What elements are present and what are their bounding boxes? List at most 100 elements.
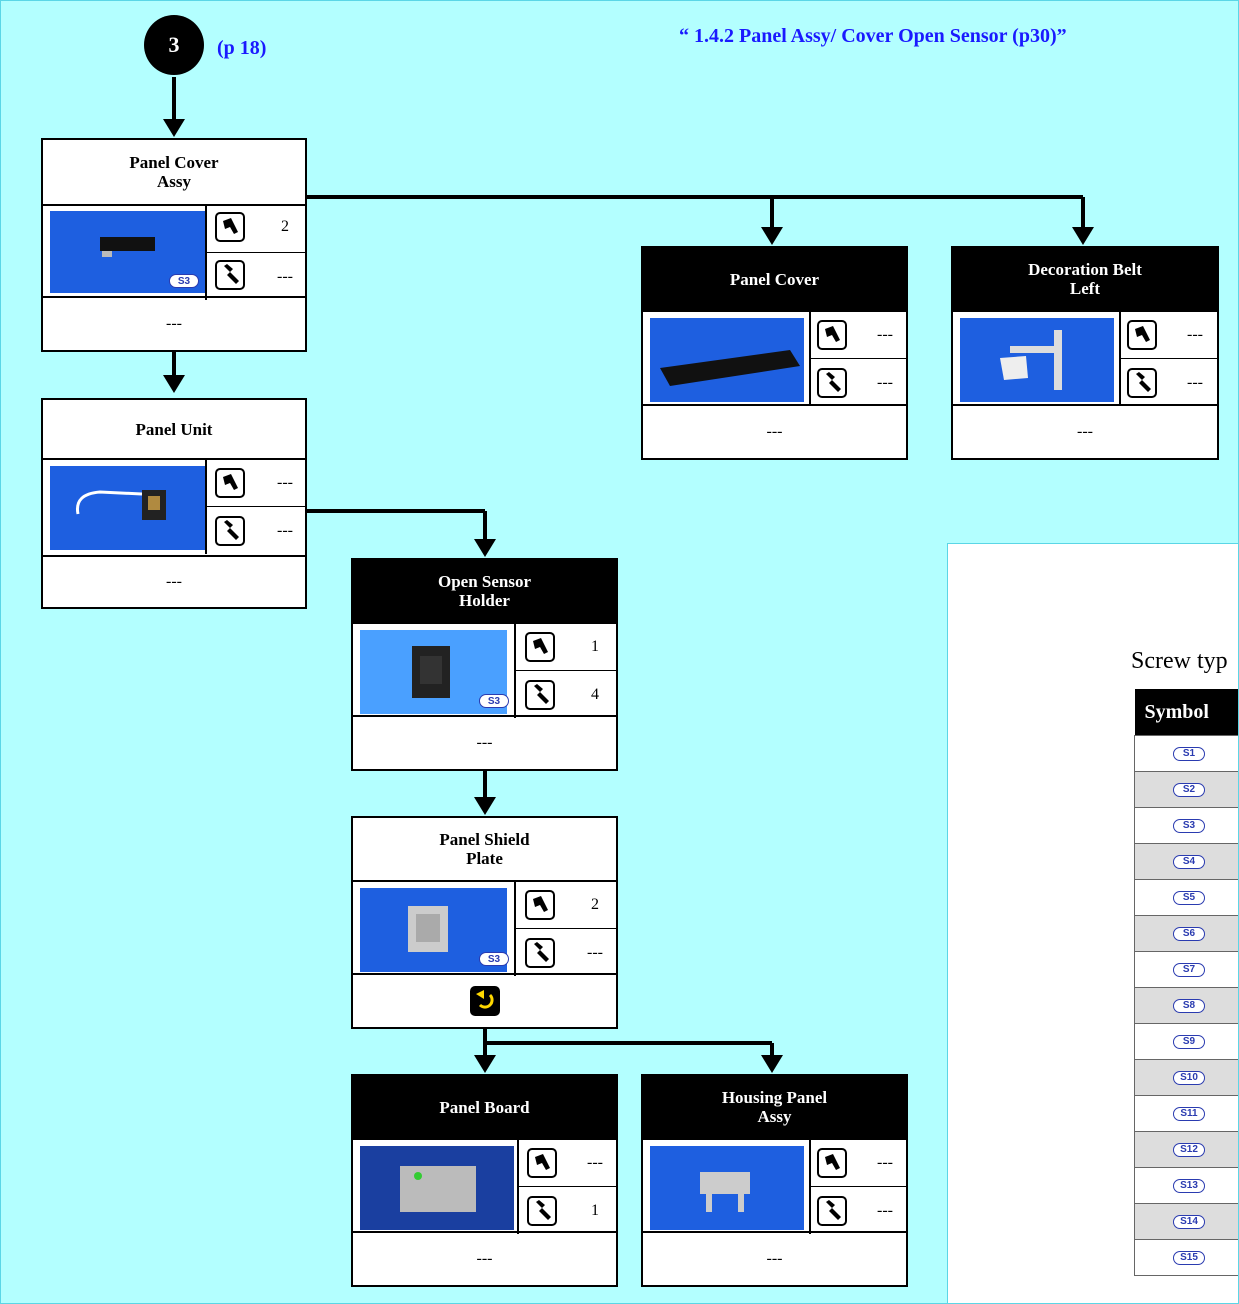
screw-icon <box>527 1148 557 1178</box>
divider <box>514 670 616 671</box>
divider <box>205 506 305 507</box>
symbol-cell: S8 <box>1134 987 1238 1024</box>
screw-symbol-badge: S1 <box>1173 746 1205 761</box>
connector-count: --- <box>277 522 293 539</box>
screw-type-badge: S3 <box>479 694 509 708</box>
screw-icon <box>817 320 847 350</box>
screw-symbol-badge: S9 <box>1173 1034 1205 1049</box>
screw-count: --- <box>877 1154 893 1171</box>
part-box-decoration-belt-left[interactable]: Decoration Belt Left --- --- --- <box>951 246 1219 460</box>
step-number-circle: 3 <box>144 15 204 75</box>
part-note: --- <box>43 296 305 350</box>
connector-icon <box>525 938 555 968</box>
connector-icon <box>525 680 555 710</box>
symbol-cell: S13 <box>1134 1167 1238 1204</box>
connector-count: 4 <box>591 686 599 703</box>
part-photo-panel-board <box>360 1146 514 1230</box>
screw-symbol-badge: S14 <box>1173 1214 1205 1229</box>
divider <box>809 358 906 359</box>
divider <box>1119 358 1217 359</box>
screw-count: --- <box>277 474 293 491</box>
symbol-column-header: Symbol <box>1134 689 1238 736</box>
screw-symbol-badge: S2 <box>1173 782 1205 797</box>
connector-icon <box>817 1196 847 1226</box>
screw-symbol-badge: S6 <box>1173 926 1205 941</box>
part-box-panel-board[interactable]: Panel Board --- 1 --- <box>351 1074 618 1287</box>
connector-icon <box>215 260 245 290</box>
symbol-cell: S6 <box>1134 915 1238 952</box>
symbol-cell: S7 <box>1134 951 1238 988</box>
screw-symbol-badge: S4 <box>1173 854 1205 869</box>
part-photo-housing-panel-assy <box>650 1146 804 1230</box>
symbol-cell: S14 <box>1134 1203 1238 1240</box>
screw-icon <box>215 468 245 498</box>
screw-count: --- <box>877 326 893 343</box>
part-title: Panel Shield Plate <box>353 818 616 882</box>
part-photo-panel-cover <box>650 318 804 402</box>
symbol-cell: S3 <box>1134 807 1238 844</box>
symbol-cell: S1 <box>1134 735 1238 772</box>
part-title: Panel Unit <box>43 400 305 460</box>
symbol-cell: S9 <box>1134 1023 1238 1060</box>
symbol-cell: S12 <box>1134 1131 1238 1168</box>
table-row: S7 <box>1134 951 1238 988</box>
screw-symbol-badge: S3 <box>1173 818 1205 833</box>
screw-icon <box>525 632 555 662</box>
screw-symbol-badge: S12 <box>1173 1142 1205 1157</box>
screw-count: --- <box>1187 326 1203 343</box>
screw-symbol-badge: S13 <box>1173 1178 1205 1193</box>
part-box-open-sensor-holder[interactable]: Open Sensor Holder S3 1 4 --- <box>351 558 618 771</box>
part-title: Housing Panel Assy <box>643 1076 906 1140</box>
part-note-area <box>353 973 616 1027</box>
part-box-panel-cover[interactable]: Panel Cover --- --- --- <box>641 246 908 460</box>
part-photo-panel-shield-plate <box>360 888 507 972</box>
table-row: S14 <box>1134 1203 1238 1240</box>
divider <box>514 928 616 929</box>
part-box-housing-panel-assy[interactable]: Housing Panel Assy --- --- --- <box>641 1074 908 1287</box>
part-box-panel-unit[interactable]: Panel Unit --- --- --- <box>41 398 307 609</box>
screw-type-badge: S3 <box>479 952 509 966</box>
step-page-link[interactable]: (p 18) <box>217 37 267 59</box>
screw-count: --- <box>587 1154 603 1171</box>
screw-icon <box>817 1148 847 1178</box>
divider <box>517 1186 616 1187</box>
symbol-cell: S15 <box>1134 1239 1238 1276</box>
part-box-panel-shield-plate[interactable]: Panel Shield Plate S3 2 --- <box>351 816 618 1029</box>
connector-icon <box>215 516 245 546</box>
screw-icon <box>215 212 245 242</box>
section-reference-link[interactable]: “ 1.4.2 Panel Assy/ Cover Open Sensor (p… <box>679 25 1067 47</box>
part-note: --- <box>643 1231 906 1285</box>
table-row: S10 <box>1134 1059 1238 1096</box>
connector-icon <box>817 368 847 398</box>
screw-symbol-badge: S8 <box>1173 998 1205 1013</box>
table-row: S13 <box>1134 1167 1238 1204</box>
part-note: --- <box>353 715 616 769</box>
connector-count: --- <box>587 944 603 961</box>
divider <box>809 1186 906 1187</box>
table-row: S5 <box>1134 879 1238 916</box>
part-title: Open Sensor Holder <box>353 560 616 624</box>
part-title: Panel Cover Assy <box>43 140 305 206</box>
symbol-cell: S2 <box>1134 771 1238 808</box>
divider <box>205 252 305 253</box>
symbol-cell: S11 <box>1134 1095 1238 1132</box>
part-box-panel-cover-assy[interactable]: Panel Cover Assy S3 2 --- --- <box>41 138 307 352</box>
symbol-cell: S5 <box>1134 879 1238 916</box>
symbol-cell: S4 <box>1134 843 1238 880</box>
table-row: S6 <box>1134 915 1238 952</box>
table-row: S9 <box>1134 1023 1238 1060</box>
connector-count: --- <box>877 1202 893 1219</box>
screw-symbol-badge: S11 <box>1173 1106 1205 1121</box>
connector-count: --- <box>877 374 893 391</box>
table-row: S11 <box>1134 1095 1238 1132</box>
table-row: S1 <box>1134 735 1238 772</box>
revert-icon[interactable] <box>469 986 500 1016</box>
screw-count: 2 <box>281 218 289 235</box>
table-row: S3 <box>1134 807 1238 844</box>
legend-title: Screw typ <box>1131 648 1228 674</box>
part-title: Decoration Belt Left <box>953 248 1217 312</box>
part-note: --- <box>43 555 305 607</box>
screw-count: 1 <box>591 638 599 655</box>
